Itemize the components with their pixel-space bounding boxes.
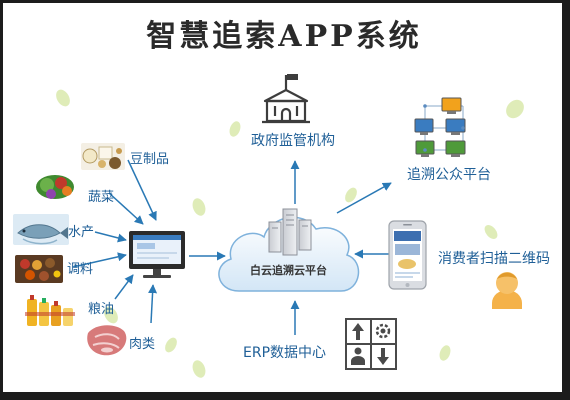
source-label-bean-products: 豆制品 (130, 152, 170, 167)
arrow-fish-to-computer (94, 231, 127, 243)
public-platform-label: 追溯公众平台 (407, 167, 491, 183)
arrow-cloud-to-public (336, 182, 392, 214)
erp-matrix-icon (345, 318, 397, 370)
source-label-vegetables: 蔬菜 (88, 190, 115, 205)
grain-oil-icon (25, 295, 75, 326)
arrow-grainoil-to-computer (114, 274, 134, 300)
consumer-scan-label: 消费者扫描二维码 (438, 251, 550, 267)
spices-icon (15, 255, 63, 283)
source-label-fish: 水产 (68, 225, 95, 240)
arrow-vegetables-to-computer (108, 192, 144, 225)
server-stack-icon (268, 208, 312, 256)
fish-icon (13, 214, 69, 245)
cloud-platform-label: 白云追溯云平台 (250, 264, 327, 277)
erp-data-center-label: ERP数据中心 (243, 345, 327, 361)
vegetables-icon (36, 175, 74, 199)
government-building-icon (262, 74, 310, 124)
government-label: 政府监管机构 (251, 133, 335, 149)
page-title: 智慧追索APP系统 (146, 19, 422, 54)
source-label-spices: 调料 (67, 262, 94, 277)
consumer-person-icon (492, 272, 522, 309)
diagram-canvas (13, 74, 524, 378)
arrow-bean-to-computer (127, 159, 157, 221)
source-label-grain-oil: 粮油 (88, 302, 115, 317)
arrow-spices-to-computer (72, 252, 127, 268)
meat-icon (87, 325, 127, 356)
bean-products-icon (81, 143, 125, 170)
computer-monitor-icon (129, 231, 185, 278)
cloud-platform-icon (218, 208, 360, 292)
smartphone-icon (388, 220, 427, 290)
source-label-meat: 肉类 (129, 337, 156, 352)
public-platform-network-icon (414, 97, 466, 157)
flow-arrows (72, 159, 392, 335)
decorative-leaves (56, 89, 524, 378)
arrow-meat-to-computer (148, 284, 158, 324)
